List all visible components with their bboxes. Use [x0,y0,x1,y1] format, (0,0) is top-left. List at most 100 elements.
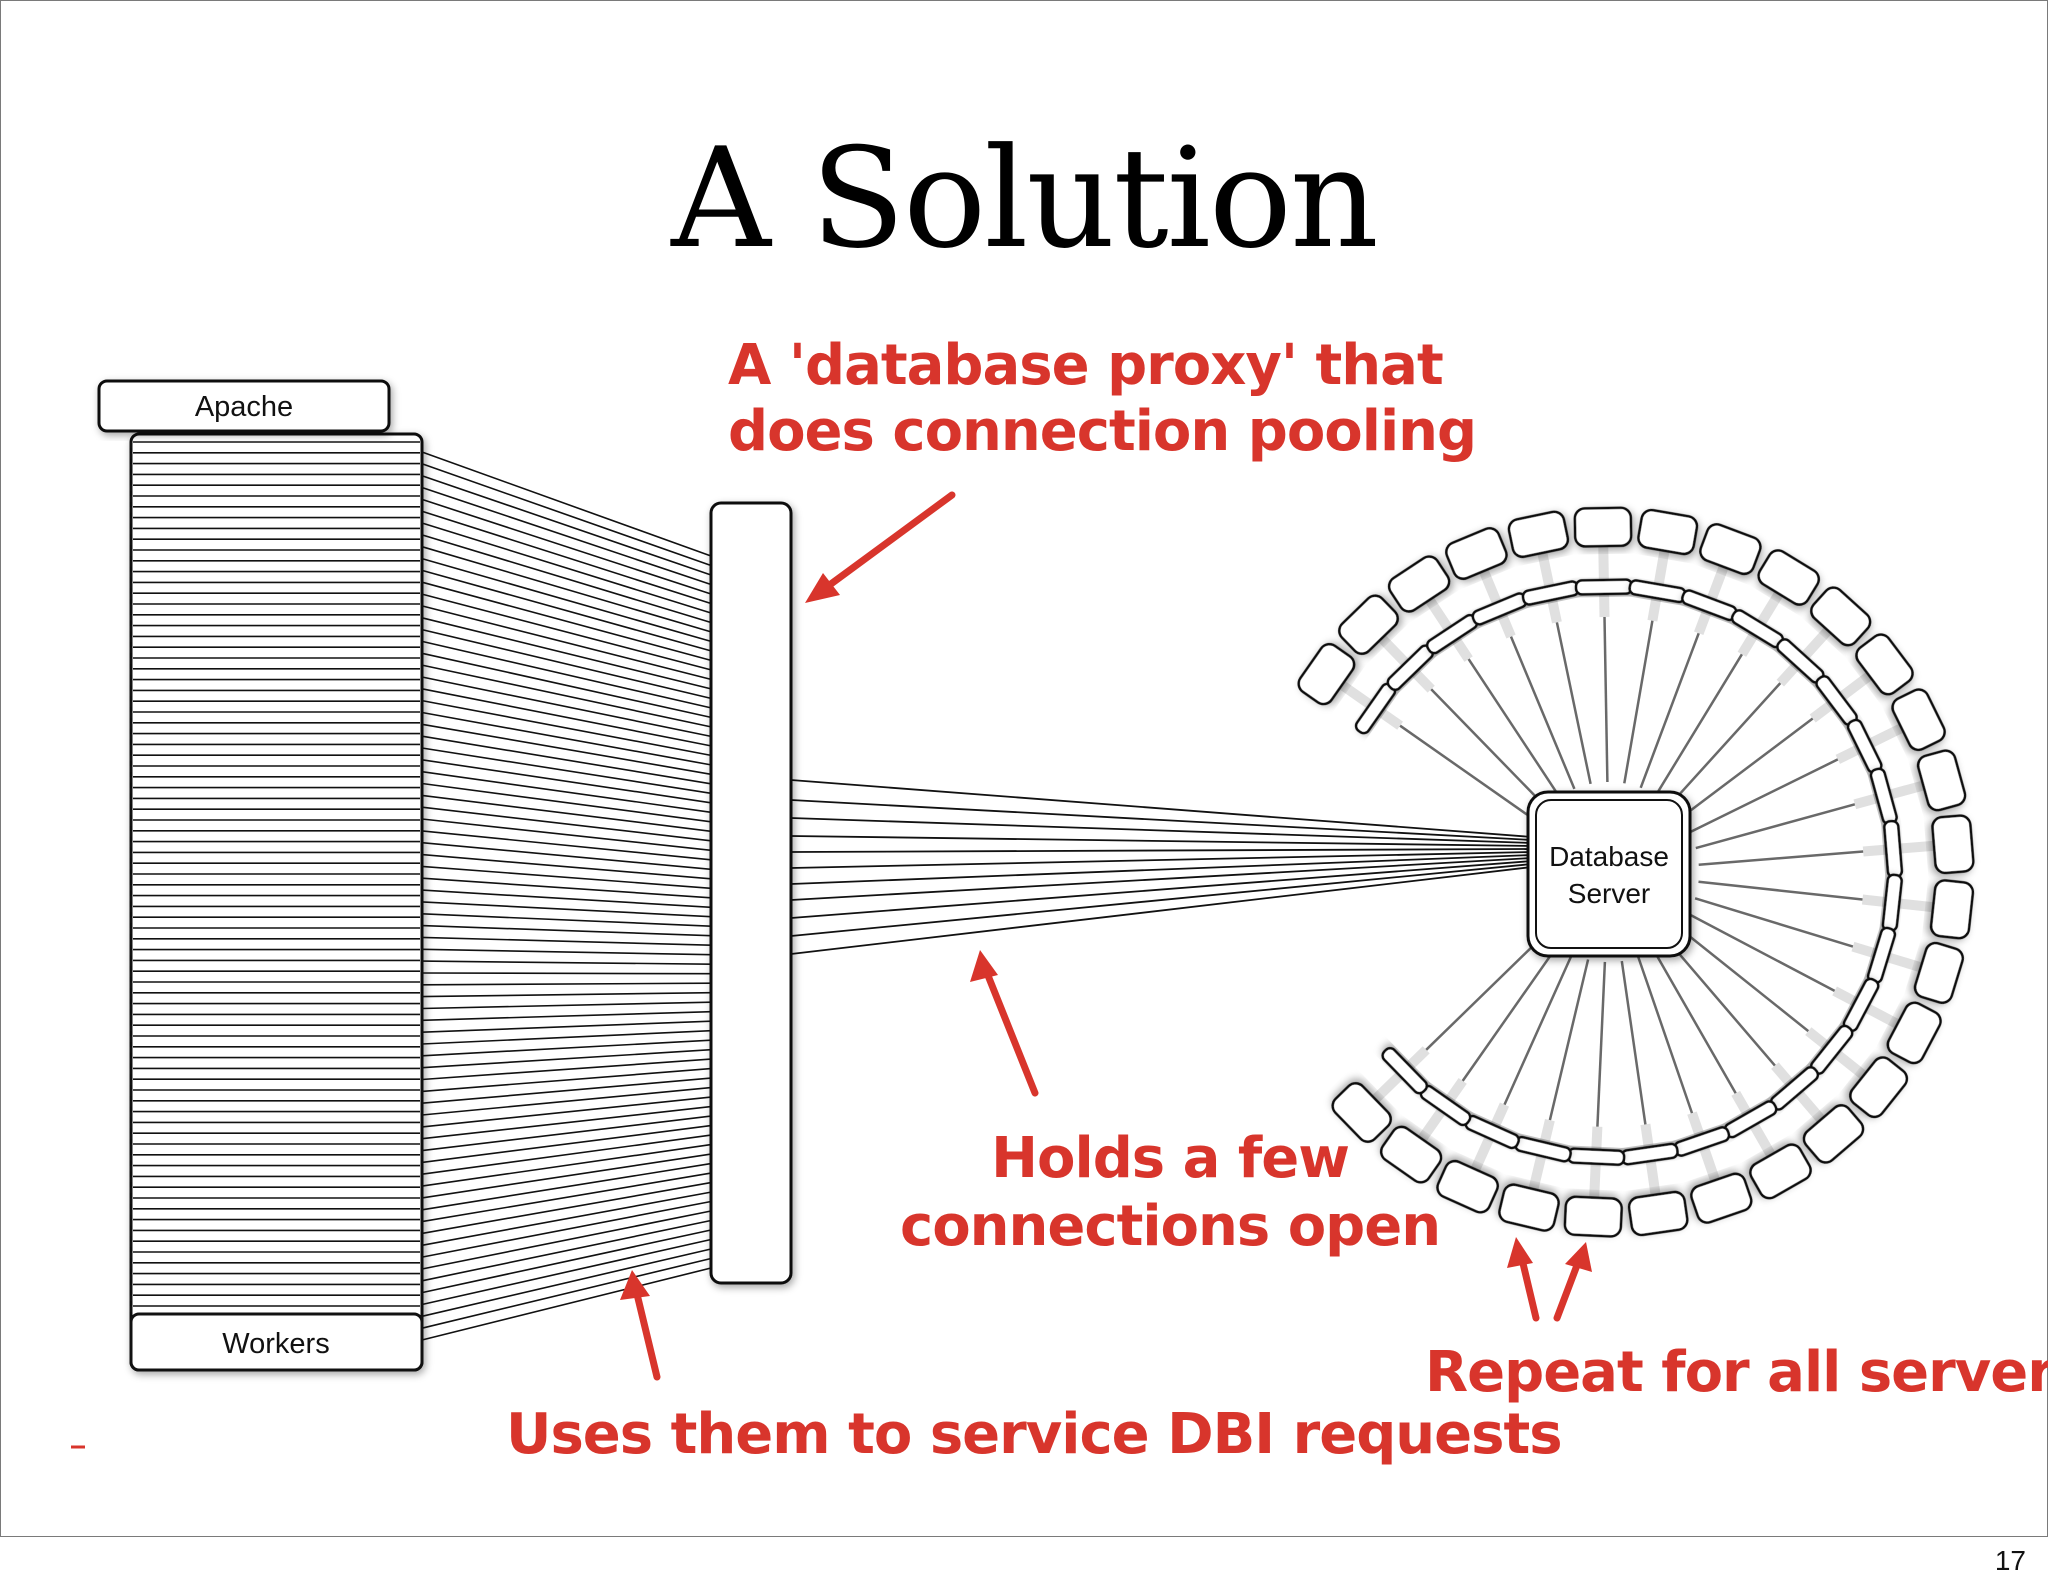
proxy-arrowhead [805,573,840,603]
fan-spoke [1689,758,1839,834]
worker-connection-line [421,936,712,946]
worker-connection-line [421,877,712,899]
worker-connection-line [421,841,712,871]
fan-proxy-bar-shape [1723,1100,1778,1139]
worker-connection-line [421,522,712,614]
worker-connection-line [421,1200,712,1258]
worker-connection-line [421,1029,712,1045]
worker-connection-line [421,1096,712,1128]
worker-connection-line [421,1039,712,1057]
few-connections-line1: Holds a few [991,1126,1350,1191]
fan-client-box [1338,594,1399,655]
worker-connection-line [421,924,712,937]
worker-connection-line [421,1067,712,1093]
worker-connection-line [421,557,712,643]
fan-proxy-bar [1846,718,1883,774]
apache-box: Apache [97,379,391,433]
worker-connection-line [421,735,712,785]
uses-annotation: Uses them to service DBI requests [506,1402,1563,1467]
fan-proxy-bar-shape [1620,1142,1679,1166]
worker-connection-line [421,688,712,747]
worker-connection-line [421,960,712,965]
worker-connection-line [421,806,712,842]
worker-connection-line [421,1248,712,1318]
fan-client-box [1699,523,1762,576]
fan-spoke [1666,939,1776,1067]
fan-proxy-bar [1381,1046,1429,1095]
worker-connection-line [421,1115,712,1152]
worker-connection-line [421,463,712,567]
repeated-proxy-fan [1297,506,1975,1238]
fan-proxy-bar-shape [1381,1046,1429,1095]
fan-proxy-bar-shape [1419,1084,1472,1127]
worker-connection-line [421,1181,712,1235]
worker-connection-line [421,1219,712,1282]
fan-client-box-shape [1849,1056,1909,1119]
worker-connection-line [421,770,712,814]
fan-spoke [1654,653,1743,796]
fan-client-box-shape [1929,879,1975,940]
fan-client-box-shape [1297,642,1356,706]
fan-client-box-shape [1498,1183,1560,1232]
fan-client-box-shape [1855,633,1914,696]
worker-connection-line [421,782,712,823]
proxy-annotation: A 'database proxy' that does connection … [728,333,1477,465]
repeat-arrowhead-right [1565,1242,1592,1272]
fan-spoke [1430,688,1548,809]
page-number: 17 [1994,1545,2026,1576]
fan-spoke [1399,724,1537,822]
workers-box: Workers [129,1312,424,1372]
fan-proxy-bar [1842,977,1880,1033]
fan-spoke [1694,897,1854,948]
fan-spoke [1603,616,1609,783]
few-connections-arrowhead [970,950,998,982]
fan-spoke [1503,953,1574,1106]
worker-connection-line [421,593,712,671]
worker-connection-line [421,818,712,852]
fan-spoke [1620,960,1647,1125]
worker-connection-line [421,1134,712,1175]
worker-connection-line [421,1077,712,1104]
worker-connection-line [421,991,712,998]
fan-proxy-bar [1881,873,1903,933]
pooled-connection-line [790,854,1533,885]
proxy-annotation-line1: A 'database proxy' that [728,333,1444,398]
pooled-connection-line [790,835,1533,847]
fan-client-box-shape [1507,510,1570,559]
worker-connection-line [421,1238,712,1306]
fan-client-box [1916,749,1967,812]
fan-proxy-bar-shape [1628,579,1687,604]
worker-connection-line [421,1086,712,1116]
fan-client-box [1849,1056,1909,1119]
fan-client-box [1507,510,1570,559]
fan-spoke [1698,880,1863,901]
worker-connection-line [421,759,712,804]
fan-spoke [1652,949,1737,1094]
fan-proxy-bar-shape [1425,613,1479,655]
fan-client-box-shape [1627,1190,1689,1237]
fan-proxy-bar [1425,613,1479,655]
fan-spoke [1596,961,1607,1127]
fan-proxy-bar-shape [1730,609,1785,649]
worker-connection-line [421,972,712,975]
fan-client-box-shape [1757,549,1821,606]
worker-connection-line [421,889,712,909]
pooled-connection-line [790,779,1533,838]
worker-connection-line [421,1143,712,1187]
fan-proxy-bar-shape [1846,718,1883,774]
worker-connection-line [421,865,712,890]
fan-proxy-bar [1464,1114,1520,1150]
worker-connection-line [421,605,712,681]
fan-client-box-shape [1810,586,1872,647]
fan-proxy-bar-shape [1815,675,1858,726]
pooled-connection-line [790,866,1533,955]
fan-client-box [1498,1183,1560,1232]
fan-proxy-bar [1620,1142,1679,1166]
worker-connection-line [421,1210,712,1270]
fan-proxy-bar [1574,578,1634,596]
few-connections-arrow [981,964,1039,1097]
fan-client-box [1379,1125,1443,1184]
fan-proxy-bar [1354,682,1397,735]
fan-spoke [1680,717,1814,819]
fan-client-box-shape [1563,1195,1623,1238]
